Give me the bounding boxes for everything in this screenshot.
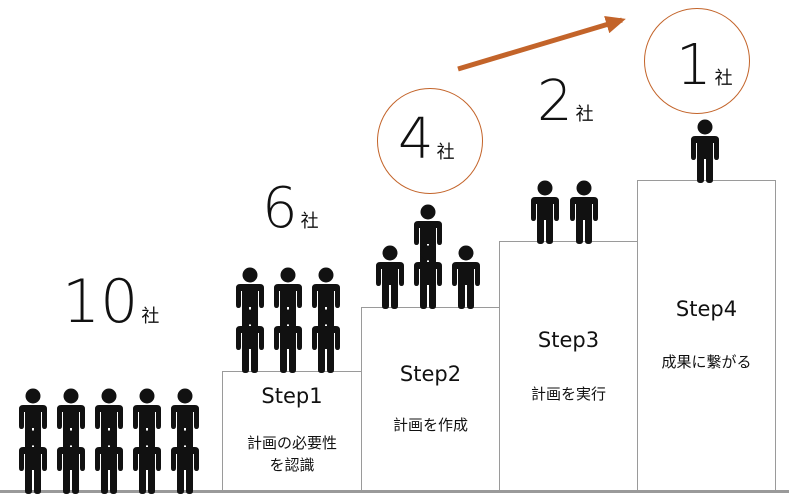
step-3-desc: 計画を実行: [530, 385, 606, 403]
arrow-icon: [457, 15, 626, 72]
step-4-box: Step4 成果に繋がる: [637, 180, 776, 493]
step-1-title: Step1: [261, 384, 323, 408]
person-icon: [236, 309, 264, 373]
person-icon: [570, 180, 598, 244]
step-2-title: Step2: [399, 362, 462, 386]
person-icon: [171, 430, 199, 494]
person-icon: [531, 180, 559, 244]
person-icon: [57, 430, 85, 494]
ground-line: [0, 490, 789, 493]
person-icon: [274, 309, 302, 373]
person-icon: [19, 430, 47, 494]
step-1-desc: 計画の必要性を認識: [246, 434, 337, 474]
highlight-circle-step2: [377, 88, 483, 194]
step-3-title: Step3: [537, 328, 600, 352]
highlight-circle-step4: [644, 8, 750, 114]
person-icon: [414, 245, 442, 309]
step-3-box: Step3 計画を実行: [499, 241, 638, 493]
person-icon: [312, 309, 340, 373]
person-icon: [376, 245, 404, 309]
person-icon: [452, 245, 480, 309]
step-1-box: Step1 計画の必要性を認識: [222, 371, 362, 493]
step-4-desc: 成果に繋がる: [661, 353, 752, 371]
person-icon: [133, 430, 161, 494]
person-icon: [691, 119, 719, 183]
person-icon: [95, 430, 123, 494]
step-2-desc: 計画を作成: [392, 416, 468, 434]
step-4-title: Step4: [675, 297, 738, 321]
